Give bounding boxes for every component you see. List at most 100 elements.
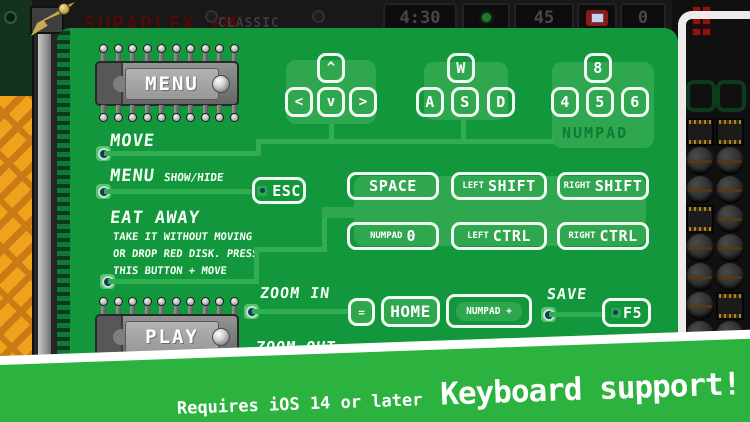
menu-row-sublabel: SHOW/HIDE [163, 171, 225, 184]
chip-pin [99, 104, 108, 122]
game-mode-label: CLASSIC [218, 16, 280, 31]
chip-pin [143, 44, 152, 62]
key-arrow-up[interactable]: ^ [317, 53, 345, 83]
chip-pin [143, 297, 152, 315]
zonk-tile [716, 234, 744, 262]
eat-away-line2: OR DROP RED DISK. PRESS [112, 248, 260, 260]
chip-pin [128, 44, 137, 62]
key-arrow-right[interactable]: > [349, 87, 377, 117]
gold-pivot-icon [58, 3, 70, 15]
chip-pins-bottom [99, 104, 239, 122]
key-numpad-0[interactable]: NUMPAD 0 [347, 222, 439, 250]
hud-infotron-display: 45 [514, 3, 574, 32]
chip-pin [215, 104, 224, 122]
chip-tile [716, 118, 744, 146]
move-label: MOVE [108, 131, 157, 151]
key-arrow-left[interactable]: < [285, 87, 313, 117]
trace [254, 247, 327, 252]
arrow-up-icon: ^ [326, 60, 336, 76]
chip-pin [172, 104, 181, 122]
eat-away-line1: TAKE IT WITHOUT MOVING [112, 231, 253, 243]
chip-pin [99, 44, 108, 62]
key-space[interactable]: SPACE [347, 172, 439, 200]
pcb-trace-decor [686, 80, 716, 112]
key-home[interactable]: HOME [381, 296, 440, 327]
key-numpad-plus[interactable]: NUMPAD + [446, 294, 532, 328]
hud-disk-count-display: 0 [620, 3, 666, 32]
chip-pin [172, 44, 181, 62]
key-numpad-6[interactable]: 6 [621, 87, 649, 117]
chip-pin [201, 44, 210, 62]
chip-pin [230, 44, 239, 62]
chip-pin [143, 104, 152, 122]
pcb-trace-decor [716, 80, 746, 112]
key-right-shift[interactable]: RIGHT SHIFT [557, 172, 649, 200]
key-left-ctrl[interactable]: LEFT CTRL [451, 222, 547, 250]
arrow-right-icon: > [358, 94, 368, 110]
zonk-tile [716, 205, 744, 233]
chip-tile [686, 118, 714, 146]
play-chip[interactable]: PLAY [95, 314, 239, 359]
zonk-tile [686, 263, 714, 291]
key-equals[interactable]: = [348, 298, 375, 326]
chip-pin [128, 104, 137, 122]
key-numpad-8[interactable]: 8 [584, 53, 612, 83]
red-disk-icon [586, 9, 608, 26]
chip-pin [215, 44, 224, 62]
key-w[interactable]: W [447, 53, 475, 83]
solder-pad [541, 307, 556, 322]
key-f5[interactable]: F5 [602, 298, 651, 327]
menu-chip[interactable]: MENU [95, 61, 239, 106]
eat-away-label: EAT AWAY [108, 208, 201, 228]
trace [322, 212, 327, 252]
key-esc[interactable]: ESC [252, 177, 306, 204]
key-s[interactable]: S [451, 87, 479, 117]
hud-disk-display [577, 3, 617, 32]
eat-away-line3: THIS BUTTON + MOVE [112, 265, 228, 277]
chip-pin [215, 297, 224, 315]
chip-pin [157, 104, 166, 122]
trace [461, 120, 466, 141]
chip-pin [114, 104, 123, 122]
key-arrow-down[interactable]: v [317, 87, 345, 117]
chip-pin [172, 297, 181, 315]
chip-pins-top [99, 297, 239, 315]
chip-pin [230, 297, 239, 315]
solder-pad [100, 274, 115, 289]
trace [252, 309, 348, 314]
key-numpad-5[interactable]: 5 [586, 87, 614, 117]
arrow-left-icon: < [294, 94, 304, 110]
key-numpad-4[interactable]: 4 [551, 87, 579, 117]
trace [256, 141, 261, 156]
game-hud-bar: SUPAPLEX FM CLASSIC 4:30 45 0 [0, 0, 750, 36]
green-led-icon [481, 13, 491, 22]
key-left-shift[interactable]: LEFT SHIFT [451, 172, 547, 200]
chip-led-icon [212, 327, 230, 346]
chip-pin [99, 297, 108, 315]
zoom-in-label: ZOOM IN [259, 284, 332, 302]
zonk-tile [686, 234, 714, 262]
play-chip-label: PLAY [125, 321, 219, 353]
trace [104, 151, 261, 156]
panel-serrated-edge [57, 28, 70, 422]
trace [329, 124, 334, 141]
key-right-ctrl[interactable]: RIGHT CTRL [557, 222, 649, 250]
chip-pin [186, 104, 195, 122]
white-cable [678, 11, 750, 351]
arrow-down-icon: v [326, 94, 336, 110]
solder-pad [244, 304, 259, 319]
menu-chip-label: MENU [125, 68, 219, 100]
chip-pin [114, 297, 123, 315]
key-a[interactable]: A [416, 87, 444, 117]
trace [254, 247, 259, 284]
zonk-tile [716, 176, 744, 204]
zonk-tile [686, 147, 714, 175]
key-d[interactable]: D [487, 87, 515, 117]
chip-pin [157, 44, 166, 62]
key-pad-icon [257, 185, 268, 196]
save-label: SAVE [546, 285, 589, 303]
chip-pin [201, 104, 210, 122]
chip-pin [201, 297, 210, 315]
zonk-tile [686, 176, 714, 204]
